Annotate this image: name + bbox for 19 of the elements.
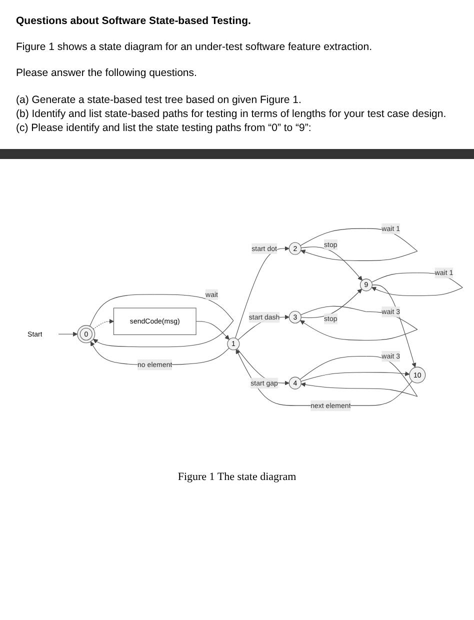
figure-caption: Figure 1 The state diagram (176, 471, 298, 484)
arrow (300, 246, 362, 281)
arrow (300, 288, 362, 318)
paragraph: Please answer the following questions. (16, 66, 198, 81)
arrow (371, 272, 463, 296)
paragraph: Figure 1 shows a state diagram for an under-test software feature extraction. (16, 40, 374, 54)
question-text: (c) Please identify and list the state testing paths from “0” to “9”: (16, 120, 312, 136)
arrow (90, 294, 234, 348)
arrow (93, 318, 114, 330)
heading: Questions about Software State-based Testing. (16, 14, 252, 28)
question-text: (b) Identify and list state-based paths for testing in terms of lengths for your test case design. (16, 106, 448, 121)
arrow (300, 356, 418, 397)
arrow (300, 371, 410, 382)
arrow (58, 332, 78, 336)
arrow (300, 228, 418, 261)
arrow (372, 284, 416, 368)
arrow (235, 246, 290, 338)
question-text: (a) Generate a state-based test tree based on given Figure 1. (16, 92, 302, 107)
arrow (196, 321, 230, 340)
